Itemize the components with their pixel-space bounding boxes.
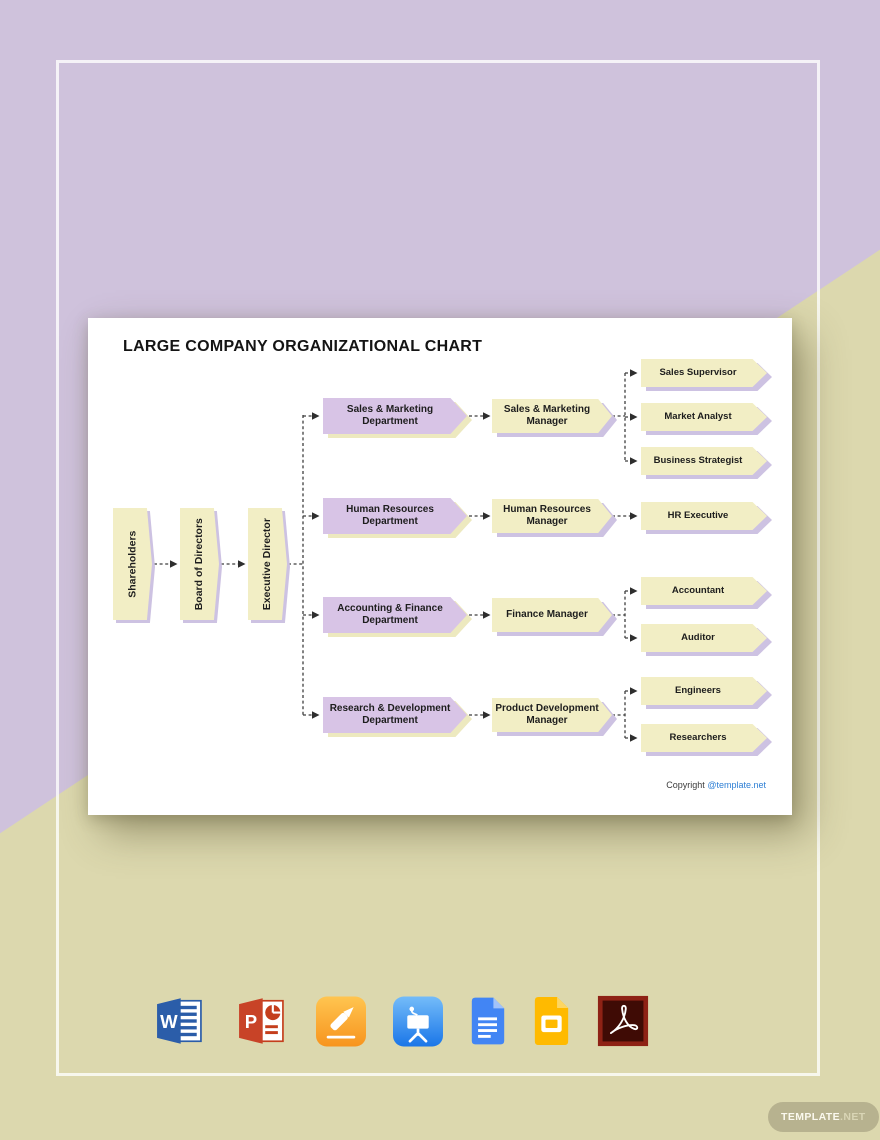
decorative-frame [56, 60, 820, 1076]
org-node-researchers: Researchers [641, 724, 772, 756]
page-title: LARGE COMPANY ORGANIZATIONAL CHART [123, 338, 483, 355]
org-node-label: Shareholders [126, 530, 139, 598]
copyright-link[interactable]: @template.net [707, 780, 766, 790]
word-icon[interactable]: W [152, 994, 206, 1048]
document-card: LARGE COMPANY ORGANIZATIONAL CHART Share… [88, 318, 792, 815]
copyright: Copyright @template.net [666, 780, 766, 790]
org-chart-connectors [154, 369, 638, 742]
svg-text:P: P [245, 1011, 257, 1032]
org-node-label: Product Development Manager [495, 703, 599, 726]
watermark-tld: .NET [840, 1111, 866, 1123]
org-node-finance-manager: Finance Manager [492, 598, 617, 636]
watermark-brand: TEMPLATE [781, 1111, 841, 1123]
org-node-hr-executive: HR Executive [641, 502, 772, 534]
app-format-icons: W P [152, 992, 649, 1050]
org-node-business-strategist: Business Strategist [641, 447, 772, 479]
org-node-label: Finance Manager [506, 609, 588, 621]
org-node-label: Accounting & Finance Department [337, 603, 443, 626]
org-node-accounting-finance-department: Accounting & Finance Department [323, 597, 472, 637]
org-node-label: Auditor [681, 632, 715, 644]
org-node-sales-supervisor: Sales Supervisor [641, 359, 772, 391]
pages-icon[interactable] [316, 994, 366, 1049]
org-node-label: Sales & Marketing Department [346, 404, 434, 427]
org-node-research-development-department: Research & Development Department [323, 697, 472, 737]
org-node-engineers: Engineers [641, 677, 772, 709]
org-node-sales-marketing-manager: Sales & Marketing Manager [492, 399, 617, 437]
org-node-market-analyst: Market Analyst [641, 403, 772, 435]
org-node-label: Market Analyst [664, 411, 732, 423]
org-node-label: Sales & Marketing Manager [503, 404, 591, 427]
powerpoint-icon[interactable]: P [233, 994, 289, 1048]
org-node-label: Executive Director [261, 517, 274, 611]
org-node-sales-marketing-department: Sales & Marketing Department [323, 398, 472, 438]
org-node-label: Accountant [671, 585, 725, 597]
org-node-label: Sales Supervisor [659, 367, 737, 379]
org-node-label: Human Resources Department [346, 504, 434, 527]
org-node-label: Engineers [675, 685, 721, 697]
org-node-label: Human Resources Manager [503, 504, 591, 527]
google-docs-icon[interactable] [470, 996, 506, 1046]
org-node-label: Business Strategist [653, 455, 743, 467]
org-node-auditor: Auditor [641, 624, 772, 656]
template-net-watermark: TEMPLATE.NET [768, 1102, 879, 1132]
svg-text:W: W [160, 1011, 178, 1032]
acrobat-icon[interactable] [597, 994, 649, 1048]
org-node-label: Researchers [669, 732, 727, 744]
org-node-label: Research & Development Department [329, 703, 451, 726]
google-slides-icon[interactable] [533, 996, 570, 1046]
copyright-label: Copyright [666, 780, 705, 790]
org-node-accountant: Accountant [641, 577, 772, 609]
keynote-icon[interactable] [393, 994, 443, 1049]
org-node-human-resources-manager: Human Resources Manager [492, 499, 617, 537]
org-node-board-of-directors: Board of Directors [180, 508, 222, 623]
org-node-human-resources-department: Human Resources Department [323, 498, 472, 538]
org-node-label: HR Executive [667, 510, 729, 522]
org-node-shareholders: Shareholders [113, 508, 155, 623]
org-node-executive-director: Executive Director [248, 508, 290, 623]
org-node-label: Board of Directors [193, 517, 206, 611]
org-node-product-development-manager: Product Development Manager [492, 698, 617, 736]
